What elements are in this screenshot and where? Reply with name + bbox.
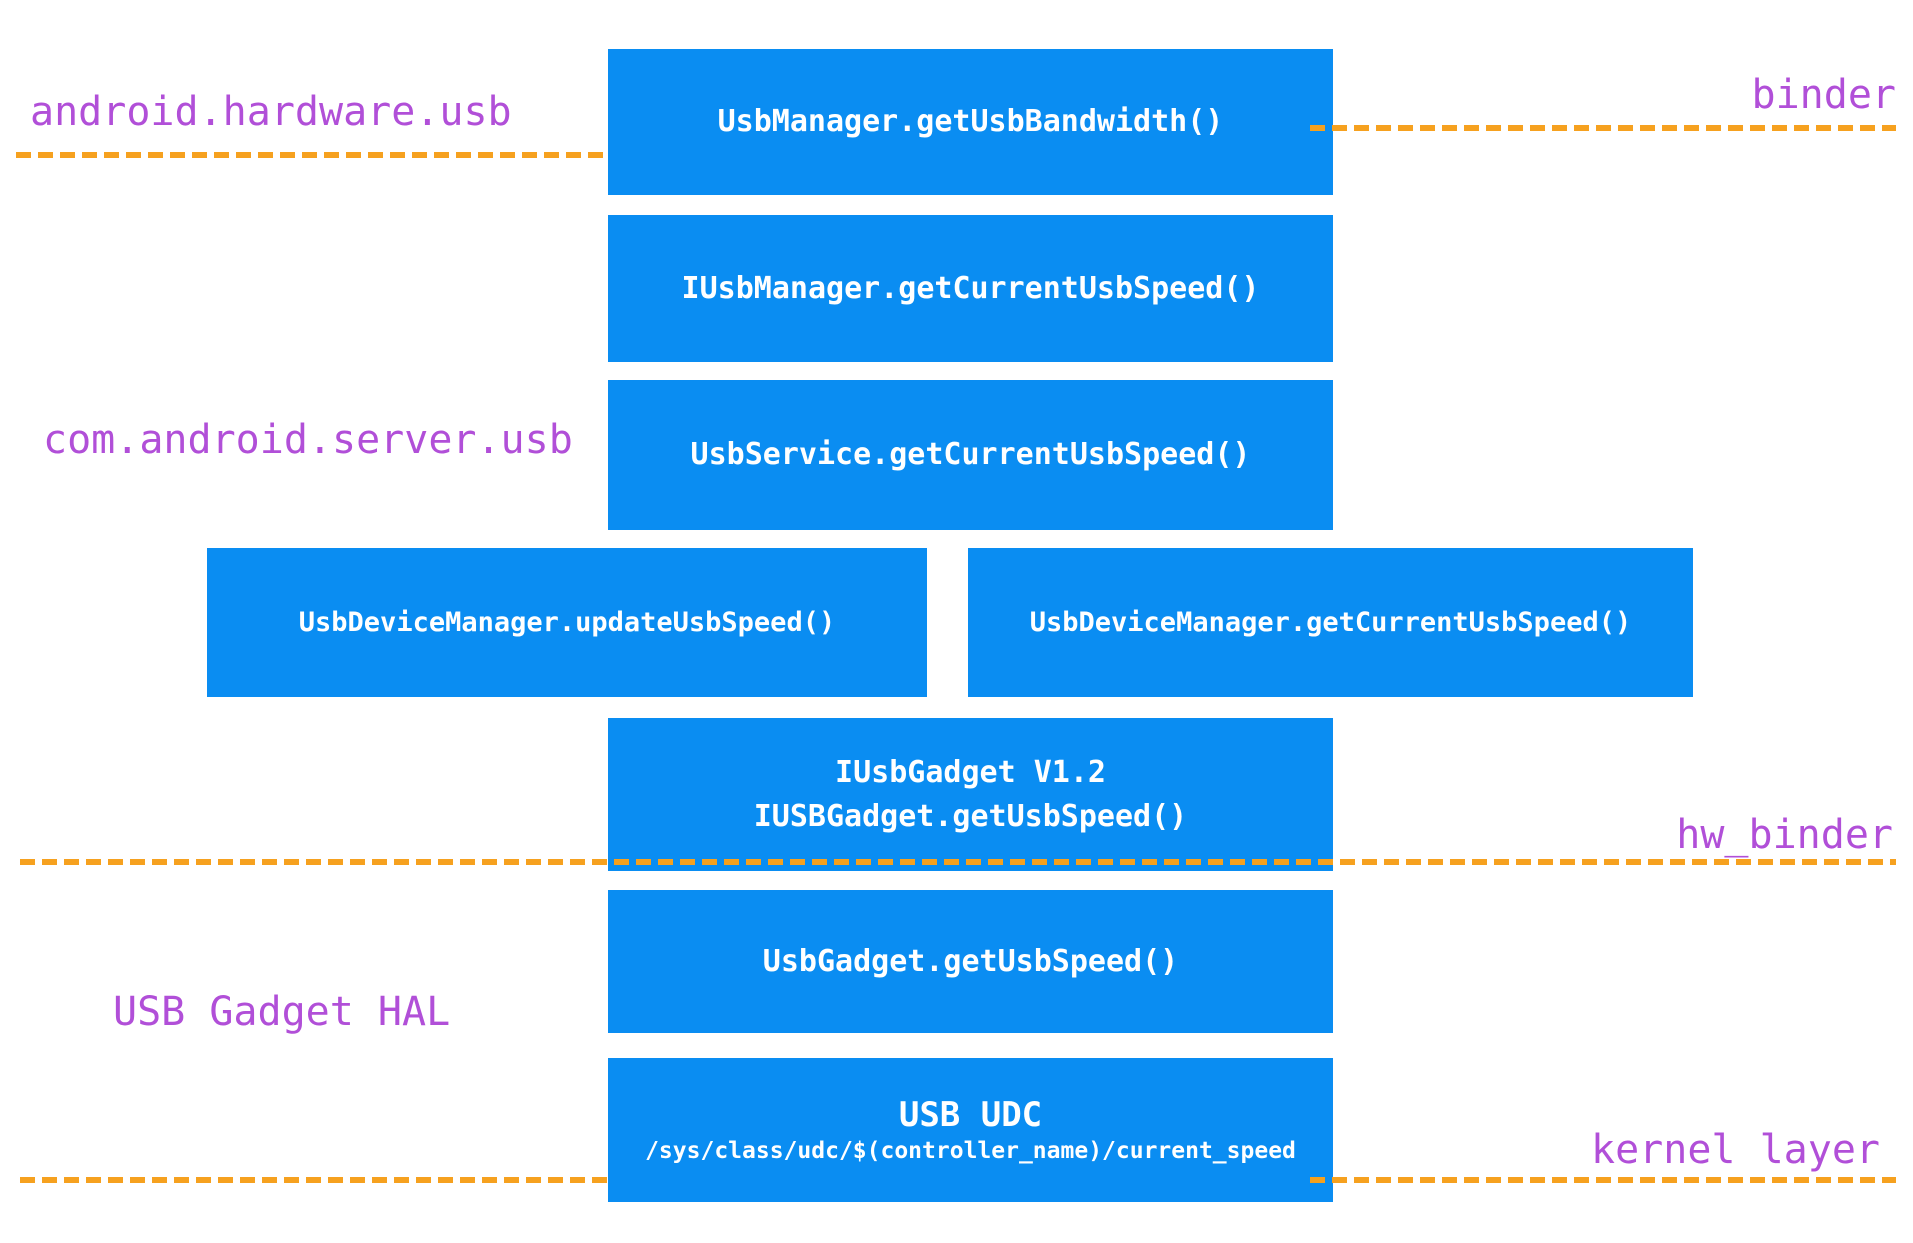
layer-label-usb-gadget-hal: USB Gadget HAL [113,989,451,1035]
kernel-boundary-line-right [1310,1177,1896,1183]
box-label-line1: USB UDC [898,1094,1043,1135]
box-label-line1: IUsbGadget V1.2 [835,755,1106,790]
box-label-line2: /sys/class/udc/$(controller_name)/curren… [645,1138,1296,1165]
box-usb-gadget-get-usb-speed: UsbGadget.getUsbSpeed() [608,890,1333,1033]
box-label: UsbGadget.getUsbSpeed() [762,943,1179,979]
box-label: UsbService.getCurrentUsbSpeed() [690,437,1251,473]
box-label: UsbDeviceManager.getCurrentUsbSpeed() [1029,606,1632,638]
box-label: IUsbManager.getCurrentUsbSpeed() [681,270,1260,306]
layer-label-com-android-server-usb: com.android.server.usb [43,417,573,463]
box-label: UsbManager.getUsbBandwidth() [717,104,1224,140]
box-usb-udc: USB UDC /sys/class/udc/$(controller_name… [608,1058,1333,1202]
box-usb-manager-get-usb-bandwidth: UsbManager.getUsbBandwidth() [608,49,1333,195]
box-usb-device-manager-update-usb-speed: UsbDeviceManager.updateUsbSpeed() [207,548,927,697]
box-usb-device-manager-get-current-usb-speed: UsbDeviceManager.getCurrentUsbSpeed() [968,548,1693,697]
binder-boundary-line-right [1310,125,1896,131]
layer-label-kernel-layer: kernel layer [1591,1127,1880,1173]
box-usb-service-get-current-usb-speed: UsbService.getCurrentUsbSpeed() [608,380,1333,530]
kernel-boundary-line-left [20,1177,610,1183]
layer-label-binder: binder [1751,72,1897,118]
box-iusb-gadget-v12: IUsbGadget V1.2 IUSBGadget.getUsbSpeed() [608,718,1333,871]
layer-label-android-hardware-usb: android.hardware.usb [30,89,512,135]
layer-label-hw-binder: hw_binder [1676,812,1893,858]
binder-boundary-line-left [16,152,608,158]
box-label-line2: IUSBGadget.getUsbSpeed() [753,798,1188,834]
box-label: UsbDeviceManager.updateUsbSpeed() [298,606,836,638]
box-iusb-manager-get-current-usb-speed: IUsbManager.getCurrentUsbSpeed() [608,215,1333,362]
hw-binder-boundary-line [20,859,1896,865]
